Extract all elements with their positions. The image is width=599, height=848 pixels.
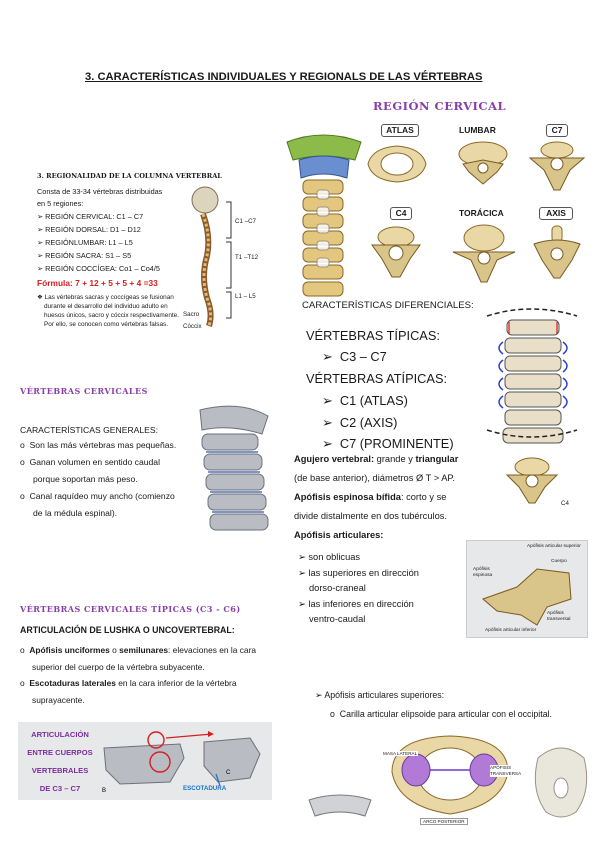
- spine-label-sacro: Sacro: [183, 311, 200, 318]
- fig-label-c: C: [226, 770, 231, 776]
- list-item: ➢ REGIÓN CERVICAL: C1 – C7: [37, 212, 144, 221]
- regiones-list: ➢ REGIÓN CERVICAL: C1 – C7 ➢ REGIÓN DORS…: [37, 210, 160, 275]
- fig-label-cuerpo: Cuerpo: [551, 559, 567, 564]
- tipicas-heading-section: VÉRTEBRAS CERVICALES TÍPICAS (C3 - C6): [20, 604, 241, 614]
- fig-label-articular-superior: Apófisis articular superior: [527, 544, 581, 549]
- diferenciales-heading: CARACTERÍSTICAS DIFERENCIALES:: [302, 300, 474, 311]
- list-item: ➢ REGIÓNLUMBAR: L1 – L5: [37, 238, 133, 247]
- toracica-vertebra-image: [452, 224, 516, 283]
- apofisis-figure: Apófisis articular superior Cuerpo Apófi…: [466, 540, 588, 638]
- cervicales-heading: VÉRTEBRAS CERVICALES: [20, 386, 148, 396]
- lumbar-vertebra-image: [458, 141, 508, 185]
- list-item: ➢ C7 (PROMINENTE): [322, 436, 454, 451]
- articulares-list: ➢ son oblicuas ➢ las superiores en direc…: [298, 552, 419, 624]
- articulares-heading: Apófisis articulares:: [294, 530, 384, 540]
- list-item: o Canal raquídeo muy ancho (comienzo: [20, 491, 175, 501]
- list-item: ➢ REGIÓN COCCÍGEA: Co1 – Co4/5: [37, 264, 160, 273]
- list-item: o Son las más vértebras mas pequeñas.: [20, 440, 177, 450]
- atlas-lateral-image: [308, 794, 372, 817]
- full-spine-image: [191, 186, 219, 327]
- spine-label-cervical: C1 –C7: [235, 218, 256, 225]
- articulacion-figure: ARTICULACIÓN ENTRE CUERPOS VERTEBRALES D…: [18, 722, 272, 800]
- label-c7: C7: [546, 124, 568, 137]
- cervical-spine-diagram: [486, 308, 578, 444]
- c4-top-view-image: [505, 457, 559, 504]
- list-item: ➢ REGIÓN SACRA: S1 – S5: [37, 251, 132, 260]
- c7-vertebra-image: [528, 141, 586, 191]
- regionalidad-intro-1: Consta de 33-34 vértebras distribuidas: [37, 187, 163, 196]
- list-item: ➢ son oblicuas: [298, 552, 361, 562]
- list-item: o Escotaduras laterales en la cara infer…: [20, 678, 237, 688]
- list-item: o Apófisis unciformes o semilunares: ele…: [20, 645, 257, 655]
- label-lumbar: LUMBAR: [459, 125, 496, 135]
- regionalidad-intro-2: en 5 regiones:: [37, 199, 84, 208]
- label-toracica: TORÁCICA: [459, 208, 504, 218]
- fig-label-articular-inferior: Apófisis articular inferior: [485, 628, 537, 633]
- list-item: ➢ C2 (AXIS): [322, 415, 398, 430]
- atlas-label-arco: ARCO POSTERIOR: [420, 818, 468, 825]
- tipicas-heading: VÉRTEBRAS TÍPICAS:: [306, 328, 440, 343]
- atlas-label-masa: MASA LATERAL: [382, 751, 419, 756]
- formula: Fórmula: 7 + 12 + 5 + 5 + 4 =33: [37, 278, 158, 288]
- atlas-superior-view-image: [391, 735, 509, 815]
- diamond-bullet-icon: ❖: [37, 294, 43, 301]
- lushka-heading: ARTICULACIÓN DE LUSHKA O UNCOVERTEBRAL:: [20, 625, 235, 635]
- c4-vertebra-image: [371, 226, 421, 278]
- label-axis: AXIS: [539, 207, 573, 220]
- regionalidad-heading: 3. REGIONALIDAD DE LA COLUMNA VERTEBRAL: [37, 172, 222, 180]
- region-cervical-heading: REGIÓN CERVICAL: [373, 99, 507, 113]
- lateral-vertebra-image: [482, 568, 572, 626]
- spine-label-toracica: T1 –T12: [235, 254, 259, 261]
- list-item: o Ganan volumen en sentido caudal: [20, 457, 160, 467]
- escotadura-label: ESCOTADURA: [183, 785, 227, 792]
- axis-vertebra-image: [533, 225, 581, 279]
- list-item: ➢ las superiores en dirección: [298, 567, 419, 578]
- superiores-item: o Carilla articular elipsoide para artic…: [330, 709, 552, 719]
- cervical-spine-illustration: [286, 134, 362, 297]
- articulacion-label: ARTICULACIÓN ENTRE CUERPOS VERTEBRALES D…: [27, 730, 93, 793]
- atlas-label-transversa: APÓFISIS TRANSVERSA: [490, 765, 530, 777]
- label-c4: C4: [390, 207, 412, 220]
- atipicas-heading: VÉRTEBRAS ATÍPICAS:: [306, 371, 448, 386]
- fig-label-espinosa: Apófisis espinosa: [473, 567, 493, 578]
- c4-label: C4: [561, 500, 569, 507]
- list-item: ➢ REGIÓN DORSAL: D1 – D12: [37, 225, 141, 234]
- superiores-heading: ➢ Apófisis articulares superiores:: [315, 690, 445, 700]
- label-atlas: ATLAS: [381, 124, 419, 137]
- agujero-paragraph: Agujero vertebral: grande y triangular (…: [294, 450, 458, 545]
- spine-brackets: [226, 201, 232, 319]
- spine-label-lumbar: L1 – L5: [235, 293, 256, 300]
- atlas-vertebra-image: [367, 145, 427, 183]
- occipital-skull-image: [534, 747, 588, 818]
- generales-heading: CARACTERÍSTICAS GENERALES:: [20, 425, 159, 435]
- lushka-list: o Apófisis unciformes o semilunares: ele…: [20, 642, 256, 708]
- uncovertebral-joint-image: B C: [102, 731, 261, 794]
- list-item: ➢ las inferiores en dirección: [298, 598, 414, 609]
- list-item: ➢ C3 – C7: [322, 349, 387, 364]
- gray-cervical-column-image: [199, 405, 269, 531]
- page-title: 3. CARACTERÍSTICAS INDIVIDUALES Y REGION…: [85, 71, 483, 83]
- vertebras-falsas-note: ❖ Las vértebras sacras y coccígeas se fu…: [37, 294, 179, 328]
- generales-list: o Son las más vértebras mas pequeñas. o …: [20, 437, 176, 522]
- fig-label-transversal: Apófisis transversal: [547, 611, 571, 622]
- spine-label-coccix: Cóccix: [183, 323, 202, 330]
- list-item: ➢ C1 (ATLAS): [322, 393, 408, 408]
- fig-label-b: B: [102, 788, 106, 794]
